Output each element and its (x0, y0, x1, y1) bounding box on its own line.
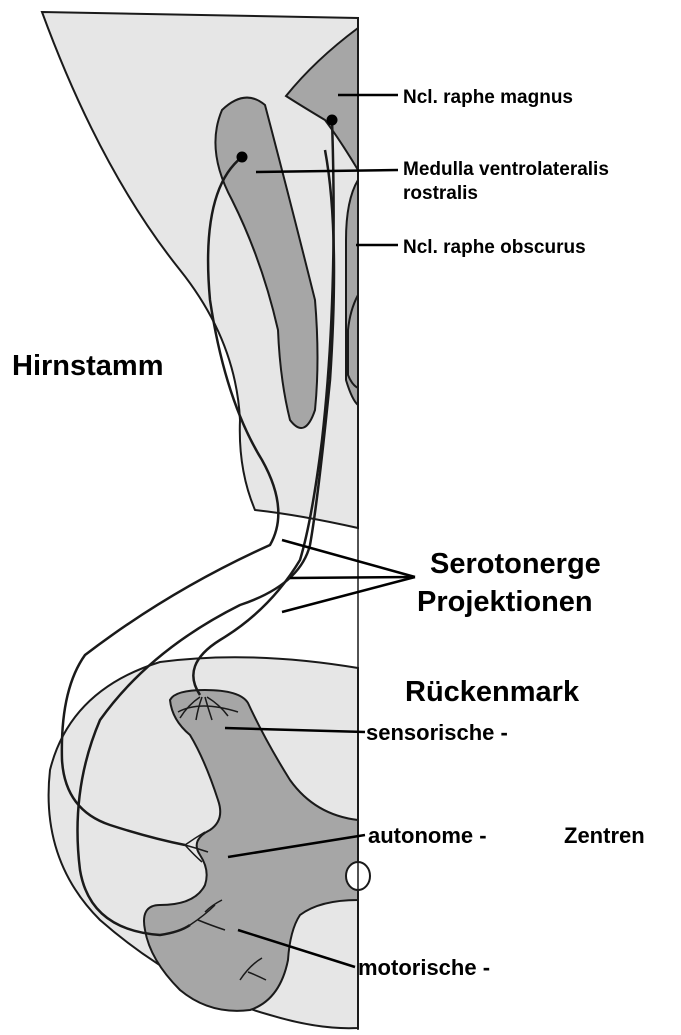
label-sensorische: sensorische - (366, 720, 508, 746)
cell-body-medulla (237, 152, 248, 163)
label-medulla-line2: rostralis (403, 182, 478, 205)
label-raphe-magnus: Ncl. raphe magnus (403, 86, 573, 109)
label-medulla-line1: Medulla ventrolateralis (403, 158, 609, 181)
label-autonome: autonome - (368, 823, 487, 849)
label-motorische: motorische - (358, 955, 490, 981)
label-hirnstamm: Hirnstamm (12, 350, 164, 383)
label-zentren: Zentren (564, 823, 645, 849)
label-serotonerge: Serotonerge (430, 548, 601, 581)
cell-body-raphe-magnus (327, 115, 338, 126)
label-projektionen: Projektionen (417, 586, 593, 619)
label-rueckenmark: Rückenmark (405, 676, 579, 709)
label-raphe-obscurus: Ncl. raphe obscurus (403, 236, 586, 259)
